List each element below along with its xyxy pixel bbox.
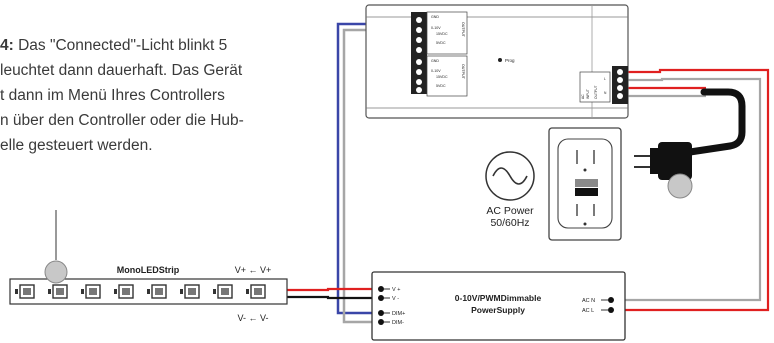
ac-label: INPUT [586,89,590,99]
highlight-marker [44,260,68,284]
led-chip-core [254,288,262,295]
ac-power-source: AC Power 50/60Hz [485,151,535,229]
ac-terminal-label: N [604,91,607,95]
ac-label: OUTPUT [594,85,598,99]
terminal-label: 5VDC [436,41,446,45]
v-plus-label: V+ ← V+ [235,265,272,275]
psu-terminal-label: AC N [582,298,595,304]
led-pad [213,289,216,294]
plug-cable [686,88,746,156]
black-wire-strip [287,295,380,300]
led-pad [246,289,249,294]
ac-frequency-label: 50/60Hz [490,217,529,229]
power-plug [634,142,693,199]
instruction-line: n über den Controller oder die Hub- [0,112,244,129]
terminal-label: GND [431,15,439,19]
instruction-text: 4: Das "Connected"-Licht blinkt 5 leucht… [0,33,315,158]
relay-panel [579,71,611,103]
led-pad [48,289,51,294]
led-chip-core [122,288,130,295]
terminal-label: 0-10V [431,69,441,73]
controller-box: GND 0-10V 15VDC 5VDC GND 0-10V 15VDC 5VD… [365,4,629,119]
output-side-label: OUTPUT [461,64,465,80]
instruction-line: elle gesteuert werden. [0,137,153,154]
terminal-label: 0-10V [431,26,441,30]
instruction-line: leuchtet dann dauerhaft. Das Gerät [0,62,243,79]
ac-power-label: AC Power [486,205,534,217]
psu-terminal-label: V + [392,287,400,293]
led-chip-core [89,288,97,295]
led-strip: MonoLEDStrip V+ ← V+ V- ← V- [9,210,288,323]
terminal-label: GND [431,59,439,63]
gray-wire-ac-out [615,77,762,302]
terminal-label: 15VDC [436,32,448,36]
prog-label: Prog [505,58,515,63]
psu-terminal-label: AC L [582,308,594,314]
power-supply-title: 0-10V/PWMDimmable [455,293,542,303]
terminal-label: 5VDC [436,84,446,88]
power-supply-box: 0-10V/PWMDimmable PowerSupply V + V - DI… [371,271,626,341]
v-minus-label: V- ← V- [237,313,268,323]
led-strip-label: MonoLEDStrip [117,265,180,275]
led-chip-core [23,288,31,295]
psu-terminal-label: V - [392,296,399,302]
led-chip-core [221,288,229,295]
led-pad [180,289,183,294]
instruction-line: 4: Das "Connected"-Licht blinkt 5 [0,37,228,54]
psu-terminal-label: DIM- [392,320,404,326]
wall-outlet [548,127,622,241]
prog-button[interactable] [498,58,502,62]
instruction-line: t dann im Menü Ihres Controllers [0,87,225,104]
terminal-label: 15VDC [436,75,448,79]
highlight-marker [667,173,693,199]
red-wire-ac-out [615,68,770,312]
ac-terminal-label: L [604,77,606,81]
led-chip-core [188,288,196,295]
led-chip-core [56,288,64,295]
red-wire-strip [287,287,380,292]
psu-terminal-label: DIM+ [392,311,405,317]
led-pad [147,289,150,294]
output-side-label: OUTPUT [461,22,465,38]
led-pad [114,289,117,294]
ac-label: AC [581,94,585,99]
led-pad [15,289,18,294]
led-chip-core [155,288,163,295]
led-pad [81,289,84,294]
power-supply-subtitle: PowerSupply [471,305,525,315]
